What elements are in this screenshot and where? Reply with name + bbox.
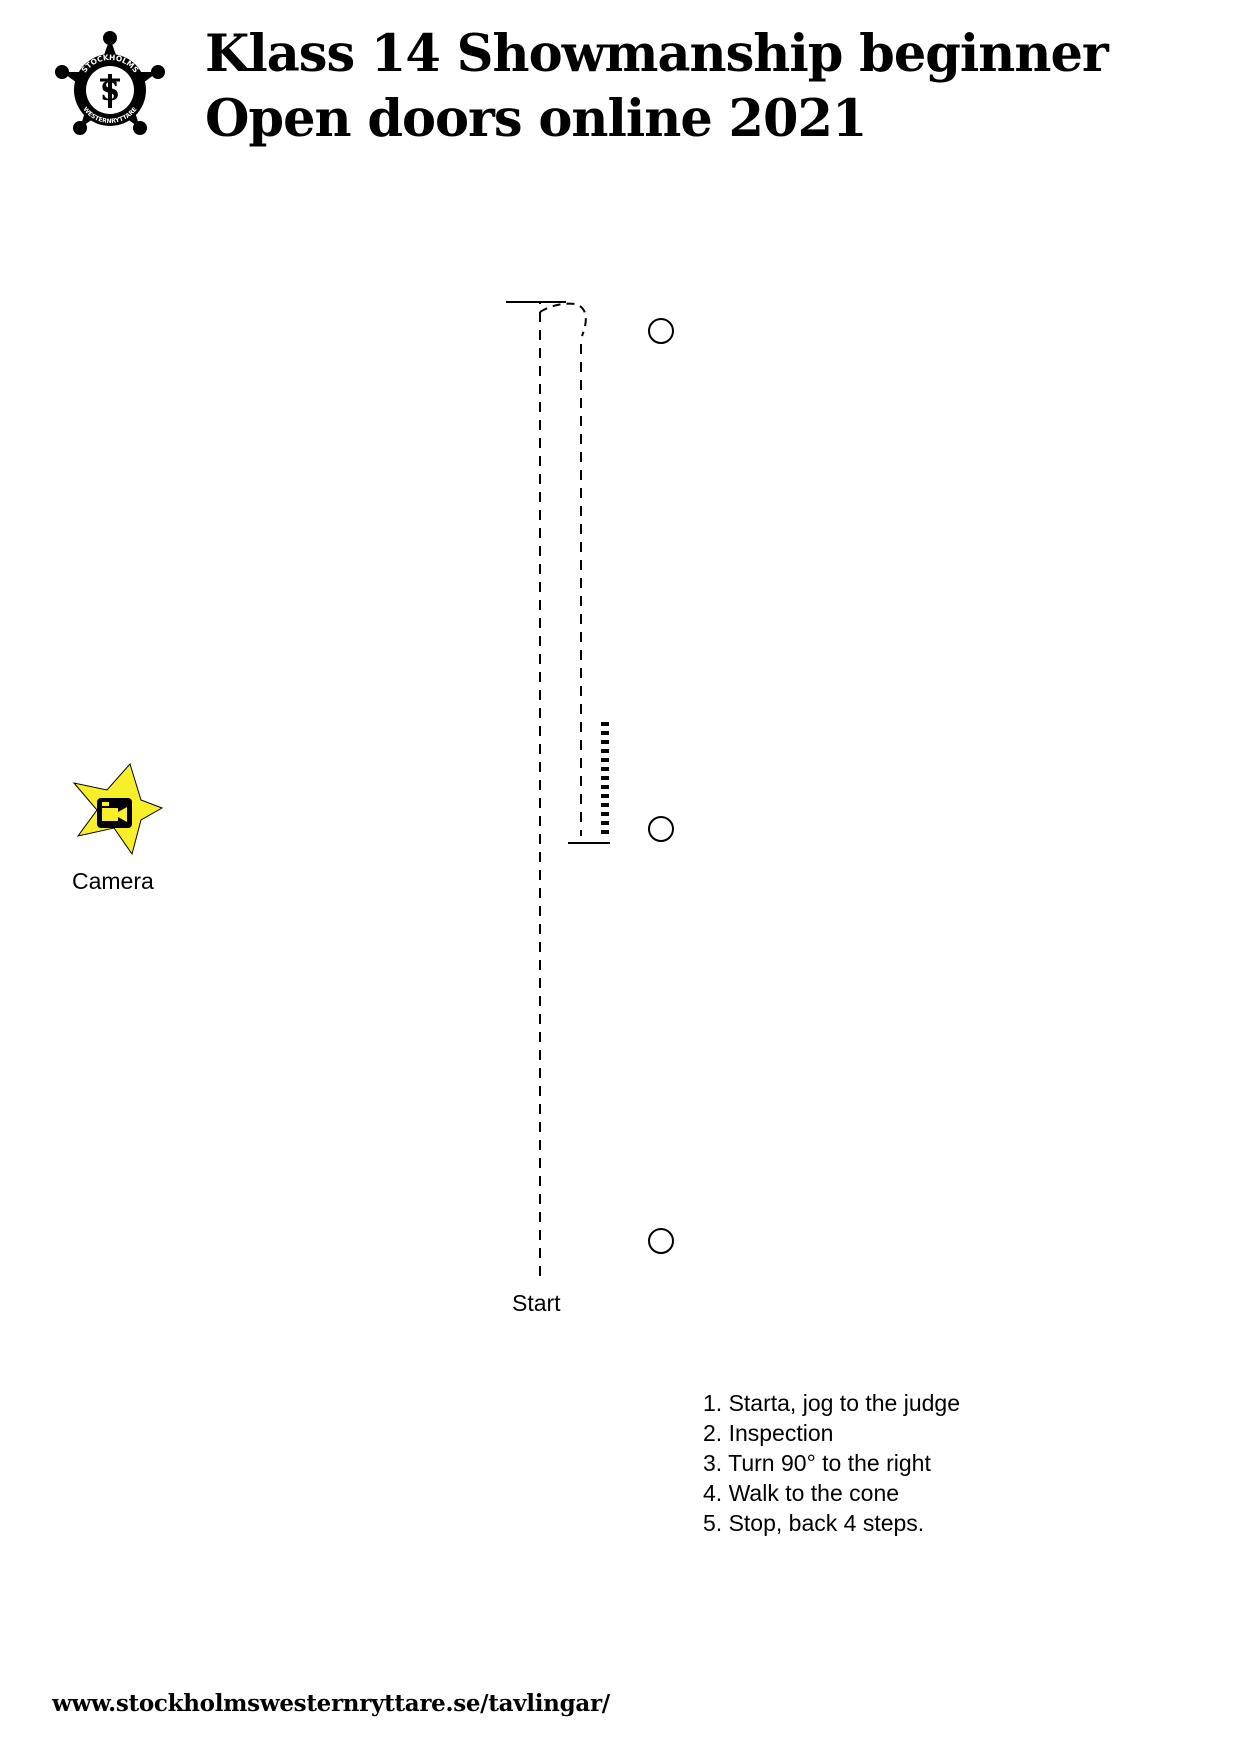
title-line-1: Klass 14 Showmanship beginner [205,24,1109,84]
page-title: Klass 14 Showmanship beginner Open doors… [205,22,1109,152]
turn-path [539,302,587,337]
list-item: 2. Inspection [703,1420,834,1446]
cone-middle [648,816,674,842]
sheriff-star-icon: S [55,31,165,135]
list-item: 3. Turn 90° to the right [703,1450,931,1476]
list-item: 1. Starta, jog to the judge [703,1390,961,1416]
cone-top [648,318,674,344]
camera-label: Camera [72,868,154,894]
camera-marker [72,762,164,856]
title-line-2: Open doors online 2021 [205,89,867,149]
footer-url: www.stockholmswesternryttare.se/tavlinga… [52,1690,610,1717]
start-label: Start [512,1290,561,1316]
list-item: 5. Stop, back 4 steps. [703,1510,925,1536]
cone-bottom [648,1228,674,1254]
instruction-list: 1. Starta, jog to the judge 2. Inspectio… [703,1388,960,1538]
club-logo: S STOCKHOLMS WESTERNRYTTARE [55,31,165,135]
video-camera-icon [102,802,127,822]
list-item: 4. Walk to the cone [703,1480,900,1506]
